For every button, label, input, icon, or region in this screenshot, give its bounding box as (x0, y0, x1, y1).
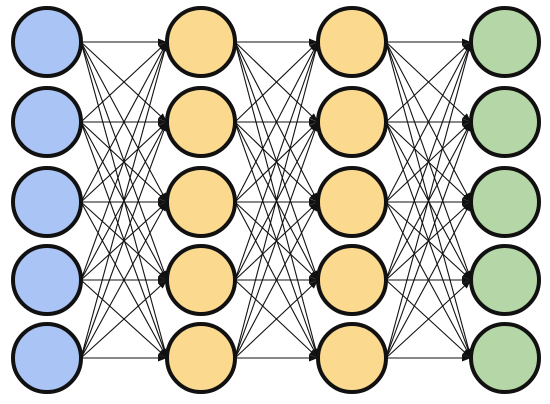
output-node (469, 322, 541, 394)
connection-edge (234, 201, 319, 359)
hidden-2-node (316, 322, 388, 394)
connection-edge (80, 121, 168, 359)
output-node (469, 86, 541, 158)
input-node (11, 86, 83, 158)
connection-edge (385, 41, 472, 123)
input-node (11, 166, 83, 238)
connection-edge (385, 279, 472, 359)
connection-edge (385, 201, 472, 359)
input-node (11, 244, 83, 316)
connection-edge (234, 279, 319, 359)
connection-edge (234, 41, 320, 359)
hidden-1-node (165, 322, 237, 394)
input-node (11, 6, 83, 78)
connection-edge (385, 41, 472, 281)
connection-edge (234, 121, 319, 359)
hidden-2-node (316, 86, 388, 158)
hidden-1-node (165, 86, 237, 158)
connections (80, 38, 473, 362)
hidden-1-node (165, 166, 237, 238)
connection-edge (80, 41, 169, 359)
output-node (469, 6, 541, 78)
connection-edge (80, 201, 168, 359)
hidden-2-node (316, 166, 388, 238)
hidden-2-node (316, 6, 388, 78)
output-node (469, 244, 541, 316)
hidden-1-node (165, 6, 237, 78)
connection-edge (234, 41, 319, 203)
hidden-2-node (316, 244, 388, 316)
hidden-1-node (165, 244, 237, 316)
connection-edge (234, 41, 319, 281)
output-node (469, 166, 541, 238)
connection-edge (80, 41, 168, 203)
connection-edge (385, 41, 472, 203)
connection-edge (234, 41, 319, 123)
connection-edge (385, 121, 472, 359)
connection-edge (80, 41, 168, 123)
connection-edge (80, 279, 168, 359)
connection-edge (80, 41, 168, 281)
input-node (11, 322, 83, 394)
connection-edge (385, 41, 473, 359)
neurons (11, 6, 541, 394)
